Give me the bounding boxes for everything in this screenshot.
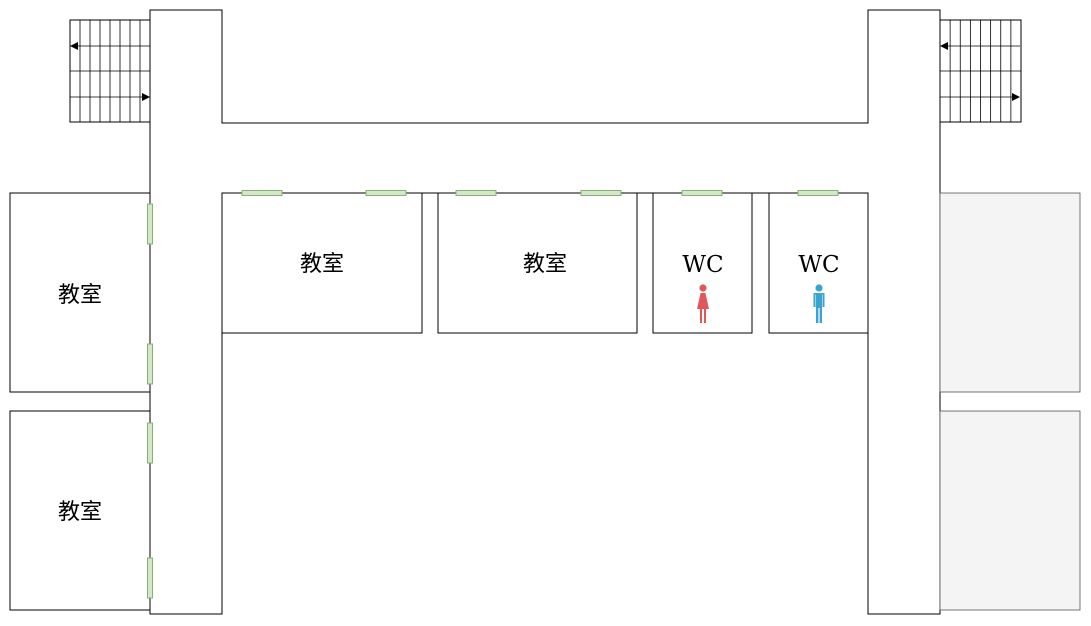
door[interactable] — [241, 190, 283, 196]
classroom-label: 教室 — [523, 252, 567, 277]
left-staircase — [69, 19, 151, 123]
classroom-label: 教室 — [58, 283, 102, 308]
right-staircase — [939, 19, 1022, 123]
classroom-left-top[interactable] — [9, 192, 151, 393]
door[interactable] — [147, 203, 153, 245]
corridor — [149, 9, 941, 615]
door[interactable] — [365, 190, 407, 196]
wc-label: WC — [798, 252, 839, 278]
classroom-label: 教室 — [58, 500, 102, 525]
right-bottom-room[interactable] — [939, 410, 1081, 611]
door[interactable] — [580, 190, 622, 196]
right-top-room[interactable] — [939, 192, 1081, 393]
restroom-women[interactable] — [652, 192, 753, 334]
door[interactable] — [455, 190, 497, 196]
wc-label: WC — [682, 252, 723, 278]
classroom-center-1[interactable] — [221, 192, 423, 334]
female-restroom-icon — [697, 284, 709, 323]
restroom-men[interactable] — [768, 192, 869, 334]
door[interactable] — [147, 557, 153, 599]
door[interactable] — [147, 343, 153, 385]
male-restroom-icon — [813, 284, 825, 323]
door[interactable] — [681, 190, 723, 196]
classroom-center-2[interactable] — [437, 192, 638, 334]
door[interactable] — [147, 422, 153, 464]
door[interactable] — [797, 190, 839, 196]
classroom-label: 教室 — [300, 252, 344, 277]
classroom-left-bottom[interactable] — [9, 410, 151, 611]
